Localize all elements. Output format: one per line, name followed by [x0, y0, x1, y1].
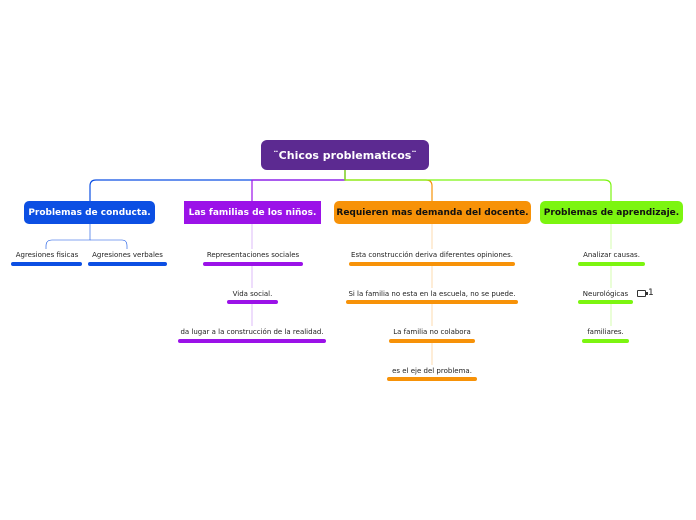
subtopic-underline: [178, 339, 326, 343]
subtopic-eje-del-problema[interactable]: es el eje del problema.: [387, 365, 477, 377]
subtopic-underline: [88, 262, 167, 266]
topic-label: Las familias de los niños.: [188, 207, 317, 218]
connector-root-docente: [344, 170, 433, 201]
root-topic-label: ¨Chicos problematicos¨: [273, 148, 417, 162]
subtopic-underline: [389, 339, 475, 343]
subtopic-familia-escuela[interactable]: Si la familia no esta en la escuela, no …: [346, 288, 518, 300]
topic-label: Problemas de aprendizaje.: [543, 207, 680, 218]
subtopic-label: Esta construcción deriva diferentes opin…: [351, 251, 513, 259]
subtopic-construccion-realidad[interactable]: da lugar a la construcción de la realida…: [178, 326, 326, 338]
connector-root-aprendizaje: [344, 170, 612, 201]
subtopic-underline: [387, 377, 477, 381]
subtopic-underline: [203, 262, 303, 266]
topic-problemas-de-conducta[interactable]: Problemas de conducta.: [24, 201, 155, 224]
subtopic-label: Representaciones sociales: [206, 251, 300, 259]
connector-conducta-verbales: [90, 239, 128, 249]
subtopic-vida-social[interactable]: Vida social.: [227, 288, 278, 300]
subtopic-label: Agresiones fisicas: [15, 251, 79, 259]
connector-conducta-fisicas: [45, 224, 91, 249]
subtopic-underline: [349, 262, 515, 266]
subtopic-underline: [578, 300, 633, 304]
subtopic-agresiones-verbales[interactable]: Agresiones verbales: [88, 249, 167, 261]
subtopic-underline: [582, 339, 629, 343]
subtopic-label: Neurológicas: [582, 290, 629, 298]
root-topic[interactable]: ¨Chicos problematicos¨: [261, 140, 429, 170]
subtopic-label: Vida social.: [232, 290, 273, 298]
connector-root-familias: [251, 170, 346, 201]
subtopic-label: Agresiones verbales: [92, 251, 163, 259]
subtopic-label: es el eje del problema.: [392, 367, 472, 375]
subtopic-underline: [11, 262, 82, 266]
subtopic-label: familiares.: [587, 328, 624, 336]
subtopic-label: da lugar a la construcción de la realida…: [180, 328, 324, 336]
note-badge[interactable]: 1: [637, 288, 654, 298]
subtopic-underline: [578, 262, 645, 266]
note-count: 1: [648, 288, 654, 298]
subtopic-familiares[interactable]: familiares.: [582, 326, 629, 338]
note-icon: [637, 289, 648, 297]
subtopic-agresiones-fisicas[interactable]: Agresiones fisicas: [12, 249, 82, 261]
topic-label: Problemas de conducta.: [28, 207, 151, 218]
connector-root-conducta: [89, 170, 346, 201]
subtopic-representaciones-sociales[interactable]: Representaciones sociales: [203, 249, 303, 261]
subtopic-label: La familia no colabora: [393, 328, 471, 336]
subtopic-analizar-causas[interactable]: Analizar causas.: [578, 249, 645, 261]
subtopic-neurologicas[interactable]: Neurológicas: [578, 288, 633, 300]
subtopic-label: Analizar causas.: [583, 251, 640, 259]
subtopic-underline: [227, 300, 278, 304]
topic-problemas-de-aprendizaje[interactable]: Problemas de aprendizaje.: [540, 201, 683, 224]
subtopic-familia-no-colabora[interactable]: La familia no colabora: [389, 326, 475, 338]
subtopic-label: Si la familia no esta en la escuela, no …: [348, 290, 516, 298]
subtopic-underline: [346, 300, 518, 304]
topic-requieren-mas-demanda[interactable]: Requieren mas demanda del docente.: [334, 201, 531, 224]
topic-label: Requieren mas demanda del docente.: [336, 207, 529, 218]
subtopic-construccion-opiniones[interactable]: Esta construcción deriva diferentes opin…: [349, 249, 515, 261]
topic-las-familias-de-los-ninos[interactable]: Las familias de los niños.: [184, 201, 321, 224]
